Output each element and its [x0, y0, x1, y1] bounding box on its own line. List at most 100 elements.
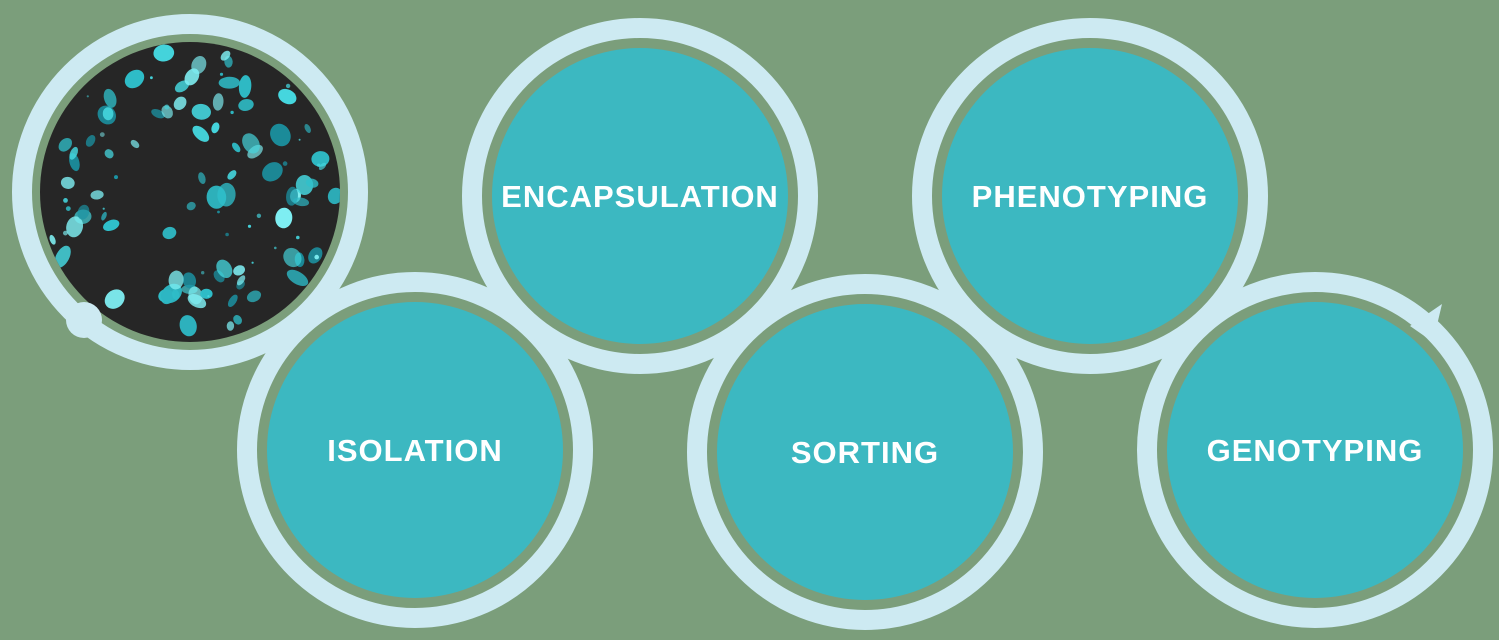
cell-speck — [298, 138, 301, 141]
cell-nucleus — [211, 122, 220, 134]
cell-nucleus — [304, 124, 311, 133]
cell-nucleus — [212, 93, 224, 111]
cell-nucleus — [69, 146, 78, 160]
step-sorting: SORTING — [717, 304, 1013, 600]
cell-nucleus — [227, 294, 238, 307]
cell-nucleus — [179, 315, 197, 337]
cell-speck — [201, 271, 205, 275]
step-circle-isolation — [267, 302, 563, 598]
cell-nucleus — [283, 247, 302, 268]
cell-nucleus — [231, 142, 241, 153]
cell-speck — [219, 72, 224, 76]
cell-nucleus — [49, 234, 56, 245]
cell-nucleus — [191, 103, 211, 120]
cell-nucleus — [233, 315, 242, 325]
cell-nucleus — [85, 135, 96, 147]
cell-nucleus — [66, 216, 84, 238]
step-label-sorting: SORTING — [791, 435, 939, 470]
cell-nucleus — [275, 207, 293, 229]
chain-ring — [462, 18, 818, 374]
cell-speck — [150, 76, 153, 80]
cell-nucleus — [58, 137, 73, 152]
step-label-phenotyping: PHENOTYPING — [972, 179, 1209, 214]
cell-nucleus — [161, 105, 173, 119]
cell-speck — [63, 230, 68, 236]
cell-nucleus — [218, 76, 240, 89]
cell-nucleus — [124, 69, 145, 89]
cell-speck — [230, 110, 234, 115]
cell-speck — [274, 246, 277, 250]
cell-nucleus — [327, 187, 340, 205]
cell-nucleus — [90, 190, 104, 200]
cell-nucleus — [172, 289, 180, 300]
step-encapsulation: ENCAPSULATION — [492, 48, 788, 344]
cell-nucleus — [168, 270, 184, 290]
cell-nucleus — [238, 75, 252, 98]
step-circle-phenotyping — [942, 48, 1238, 344]
cell-speck — [207, 295, 210, 298]
cell-nucleus — [153, 44, 175, 62]
cell-nucleus — [318, 162, 327, 171]
cell-nucleus — [226, 321, 235, 331]
step-phenotyping: PHENOTYPING — [942, 48, 1238, 344]
cell-nucleus — [174, 80, 190, 93]
chain-ring — [912, 18, 1268, 374]
step-circle-encapsulation — [492, 48, 788, 344]
cell-nucleus — [200, 288, 213, 299]
cell-speck — [164, 104, 170, 110]
cell-sample-photo — [40, 42, 340, 342]
cell-speck — [292, 93, 296, 97]
cell-speck — [225, 232, 229, 237]
cell-speck — [63, 198, 68, 203]
cell-nucleus — [104, 149, 114, 159]
cell-speck — [282, 161, 288, 166]
cell-nucleus — [236, 275, 246, 286]
chain-ring — [12, 14, 368, 370]
cell-nucleus — [173, 96, 187, 111]
cell-nucleus — [104, 289, 125, 309]
step-isolation: ISOLATION — [267, 302, 563, 598]
cell-nucleus — [262, 162, 283, 182]
cell-speck — [99, 132, 105, 138]
cell-nucleus — [206, 185, 227, 209]
cell-nucleus — [162, 226, 177, 240]
chain-ring — [237, 272, 593, 628]
chain — [12, 14, 1493, 630]
chain-ring — [1137, 272, 1493, 628]
cell-nucleus — [191, 55, 207, 75]
cell-nucleus — [238, 99, 254, 111]
step-circle-sorting — [717, 304, 1013, 600]
cell-nucleus — [220, 50, 231, 61]
step-label-encapsulation: ENCAPSULATION — [501, 179, 779, 214]
step-label-genotyping: GENOTYPING — [1207, 433, 1424, 468]
cell-nucleus — [242, 133, 260, 154]
cell-speck — [317, 163, 321, 167]
cell-nucleus — [186, 201, 196, 211]
cell-nucleus — [103, 88, 117, 108]
cell-speck — [296, 235, 300, 240]
cell-nucleus — [188, 286, 203, 305]
chain-arrow-icon — [1410, 304, 1442, 342]
cell-speck — [217, 210, 220, 214]
cell-nucleus — [182, 272, 197, 289]
cell-nucleus — [233, 265, 246, 276]
cell-speck — [65, 206, 71, 212]
cell-nucleus — [101, 211, 107, 221]
cell-nucleus — [216, 259, 233, 279]
cell-nucleus — [292, 197, 310, 207]
cell-nucleus — [60, 176, 75, 189]
cell-nucleus — [54, 245, 71, 268]
chain-start-dot-icon — [66, 302, 102, 338]
step-genotyping: GENOTYPING — [1167, 302, 1463, 598]
cell-nucleus — [130, 139, 140, 149]
cell-speck — [86, 95, 89, 98]
cell-nucleus — [270, 123, 291, 147]
cell-nuclei-layer — [49, 44, 340, 337]
step-circle-genotyping — [1167, 302, 1463, 598]
cell-nucleus — [198, 172, 206, 184]
cell-nucleus — [102, 107, 114, 121]
cell-speck — [102, 207, 105, 210]
cell-nucleus — [103, 219, 120, 232]
cell-speck — [247, 224, 252, 228]
